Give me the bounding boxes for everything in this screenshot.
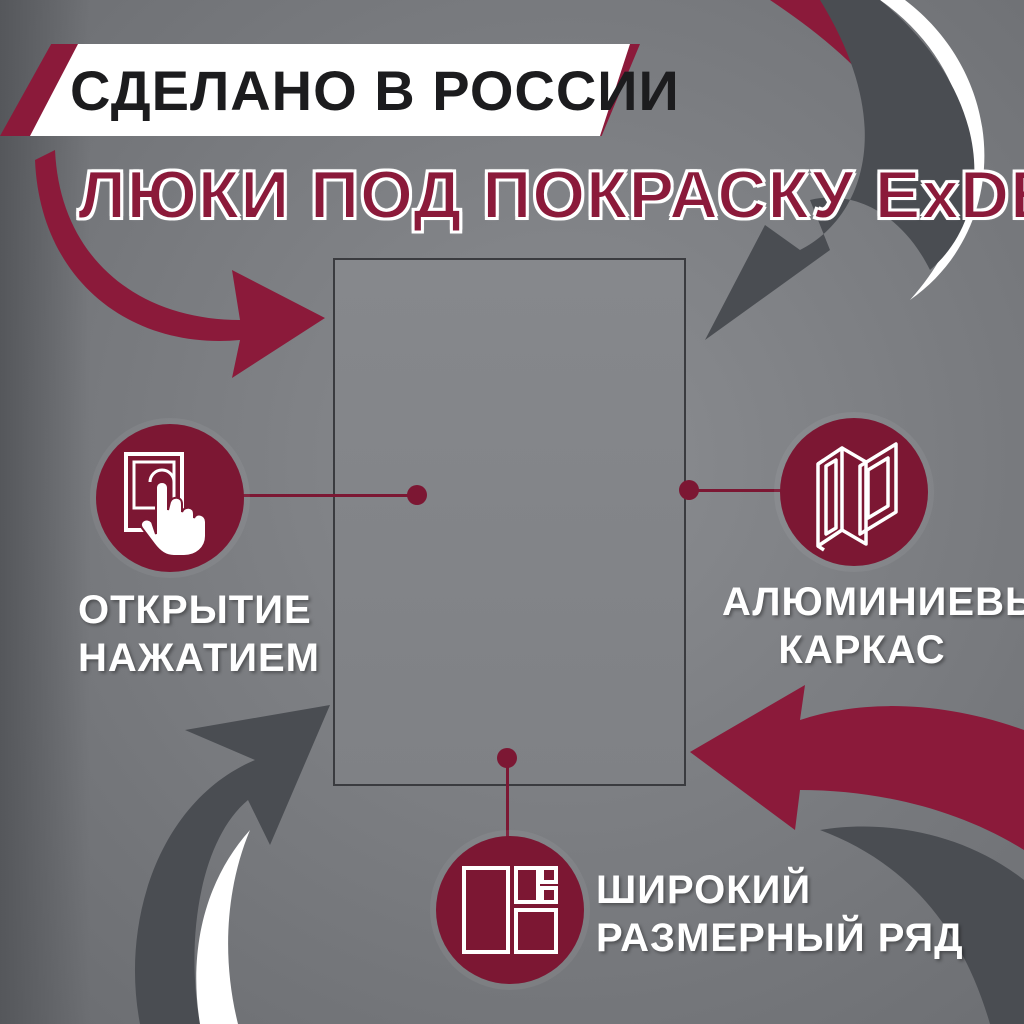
feature-size-range-label: ШИРОКИЙ РАЗМЕРНЫЙ РЯД <box>596 868 964 960</box>
red-arrow-bottom-right <box>690 685 1024 850</box>
feature-size-range-circle <box>436 836 584 984</box>
connector-dot-right <box>679 480 699 500</box>
white-swoosh-bottom-left <box>196 830 250 1024</box>
dark-sweep-bottom-right <box>820 826 1024 1024</box>
feature-aluminum-frame-label: АЛЮМИНИЕВЫЙ КАРКАС <box>722 580 1024 672</box>
headline: ЛЮКИ ПОД ПОКРАСКУ ExDE <box>77 156 1024 234</box>
connector-left <box>240 494 418 497</box>
touch-open-icon <box>124 452 207 557</box>
red-arrow-top-left <box>35 150 325 378</box>
banner-white-plate <box>30 44 630 136</box>
aluminum-frame-icon <box>816 442 898 552</box>
feature-touch-open-label: ОТКРЫТИЕ НАЖАТИЕМ <box>78 588 321 680</box>
feature-aluminum-frame-circle <box>780 418 928 566</box>
size-range-icon <box>462 866 558 954</box>
hatch-outline <box>333 258 686 786</box>
dark-arrow-top-right <box>705 0 975 340</box>
feature-touch-open-circle <box>96 424 244 572</box>
made-in-russia-banner: СДЕЛАНО В РОССИИ <box>0 44 680 136</box>
connector-dot-left <box>407 485 427 505</box>
banner-text: СДЕЛАНО В РОССИИ <box>70 59 680 122</box>
dark-arrow-bottom-left <box>134 705 330 1024</box>
connector-dot-bottom <box>497 748 517 768</box>
connector-bottom <box>506 760 509 840</box>
connector-right <box>690 489 790 492</box>
